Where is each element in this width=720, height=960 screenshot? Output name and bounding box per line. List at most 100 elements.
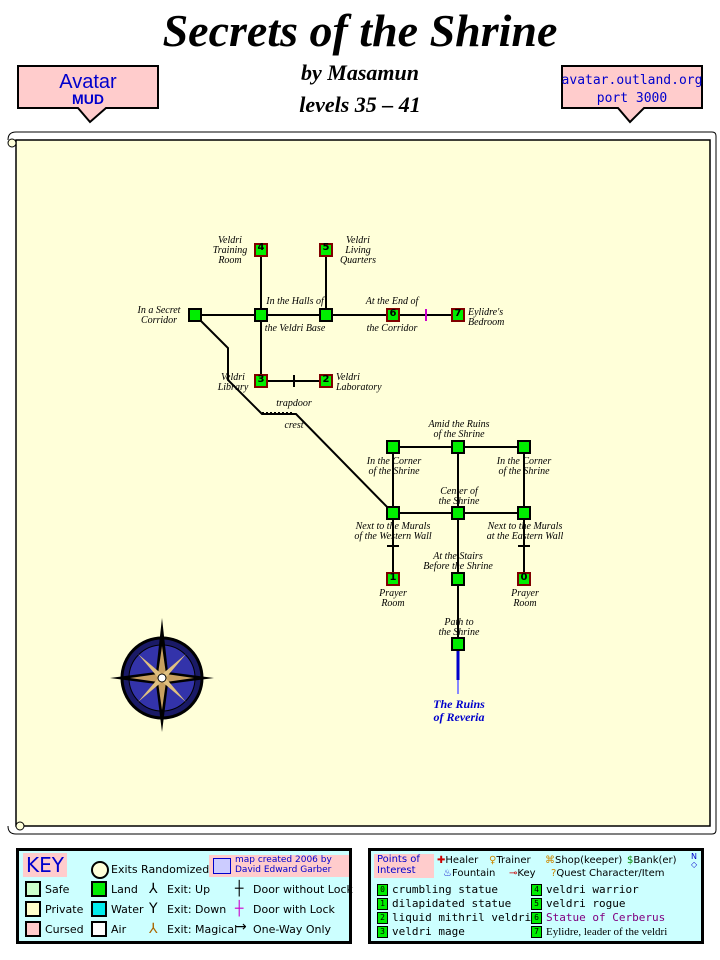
poi-item-7: 7 Eylidre, leader of the veldri xyxy=(531,925,667,938)
key-exit-down: Exit: Down xyxy=(167,903,227,916)
key-cursed: Cursed xyxy=(45,923,84,936)
poi-item-text: dilapidated statue xyxy=(392,897,512,910)
level-range: levels 35 – 41 xyxy=(299,92,421,117)
key-exit-up: Exit: Up xyxy=(167,883,211,896)
label-living-quarters: Veldri Living Quarters xyxy=(339,235,377,266)
quest-icon: ? xyxy=(551,868,557,879)
key-air: Air xyxy=(111,923,127,936)
server-host-text: avatar.outland.org xyxy=(562,73,703,88)
water-swatch xyxy=(91,901,107,917)
poi-number-badge: 7 xyxy=(531,926,542,938)
label-laboratory: Veldri Laboratory xyxy=(336,372,382,393)
label-end-bottom: the Corridor xyxy=(366,323,418,334)
credit-line-1: map created 2006 by xyxy=(235,855,332,865)
shop-icon: ⌘ xyxy=(545,855,555,866)
label-path: Path to the Shrine xyxy=(438,617,480,638)
poi-number-badge: 0 xyxy=(377,884,388,896)
room-prayer-east[interactable] xyxy=(517,572,531,586)
room-stairs[interactable] xyxy=(451,572,465,586)
label-corner-east: In the Corner of the Shrine xyxy=(496,456,552,477)
avatar-mud-logo[interactable]: Avatar MUD xyxy=(14,64,162,126)
room-living[interactable] xyxy=(319,243,333,257)
room-corner-west[interactable] xyxy=(386,440,400,454)
poi-title-1: Points of xyxy=(377,854,420,865)
author-byline: by Masamun xyxy=(301,60,419,85)
trainer-icon: ♀ xyxy=(489,855,497,866)
label-secret-corridor: In a Secret Corridor xyxy=(137,305,181,326)
room-murals-east[interactable] xyxy=(517,506,531,520)
key-item-icon: ⊸ xyxy=(509,868,518,879)
link-ruins-of-reveria[interactable]: The Ruins of Reveria xyxy=(433,697,485,724)
poi-number-badge: 1 xyxy=(377,898,388,910)
key-door-nolock: Door without Lock xyxy=(253,883,353,896)
room-corridor-end[interactable] xyxy=(386,308,400,322)
key-land: Land xyxy=(111,883,138,896)
room-secret-corridor[interactable] xyxy=(188,308,202,322)
exits-randomized-icon xyxy=(91,861,109,879)
points-of-interest-panel: Points of Interest ✚Healer ♀Trainer ⌘Sho… xyxy=(368,848,704,944)
safe-swatch xyxy=(25,881,41,897)
label-training-room: Veldri Training Room xyxy=(212,235,248,266)
label-crest: crest xyxy=(284,420,304,431)
poi-item-text: veldri rogue xyxy=(546,897,626,910)
poi-healer: Healer xyxy=(445,855,479,866)
server-port-text: port 3000 xyxy=(597,91,667,106)
poi-key: Key xyxy=(517,868,536,879)
poi-shop: Shop(keeper) xyxy=(555,855,623,866)
poi-number-badge: 3 xyxy=(377,926,388,938)
poi-bank: Bank(er) xyxy=(633,855,677,866)
room-training[interactable] xyxy=(254,243,268,257)
room-halls-east[interactable] xyxy=(319,308,333,322)
one-way-icon: → xyxy=(235,919,247,935)
exit-down-icon: Y xyxy=(149,901,158,917)
credit-box: map created 2006 by David Edward Garber xyxy=(209,855,349,877)
label-center: Center of the Shrine xyxy=(438,486,480,507)
poi-number-badge: 6 xyxy=(531,912,542,924)
poi-title-box: Points of Interest xyxy=(374,854,434,878)
logo-mud-text: MUD xyxy=(72,91,104,107)
compass-rose-icon xyxy=(110,618,214,732)
door-nolock-icon: ┼ xyxy=(235,881,244,897)
poi-item-text: crumbling statue xyxy=(392,883,498,896)
key-exit-magical: Exit: Magical xyxy=(167,923,238,936)
room-halls[interactable] xyxy=(254,308,268,322)
cursed-swatch xyxy=(25,921,41,937)
label-murals-west: Next to the Murals of the Western Wall xyxy=(354,521,432,542)
room-corner-east[interactable] xyxy=(517,440,531,454)
label-prayer-east: Prayer Room xyxy=(511,588,539,609)
room-amid-ruins[interactable] xyxy=(451,440,465,454)
room-laboratory[interactable] xyxy=(319,374,333,388)
bank-icon: $ xyxy=(627,855,634,866)
room-path[interactable] xyxy=(451,637,465,651)
key-door-lock: Door with Lock xyxy=(253,903,335,916)
room-library[interactable] xyxy=(254,374,268,388)
room-murals-west[interactable] xyxy=(386,506,400,520)
logo-avatar-text: Avatar xyxy=(59,71,117,93)
room-center[interactable] xyxy=(451,506,465,520)
poi-item-text: Eylidre, leader of the veldri xyxy=(546,926,668,938)
room-connections xyxy=(194,250,525,644)
poi-item-text: Statue of Cerberus xyxy=(546,911,666,924)
north-indicator-icon: N◇ xyxy=(691,852,698,869)
label-trapdoor: trapdoor xyxy=(276,398,312,409)
poi-fountain: Fountain xyxy=(451,868,496,879)
poi-number-badge: 2 xyxy=(377,912,388,924)
label-eylidre-bedroom: Eylidre's Bedroom xyxy=(468,307,505,328)
poi-item-text: veldri warrior xyxy=(546,883,639,896)
fountain-icon: ♨ xyxy=(443,868,452,879)
poi-trainer: Trainer xyxy=(496,855,531,866)
label-library: Veldri Library xyxy=(217,372,249,393)
room-eylidre[interactable] xyxy=(451,308,465,322)
label-murals-east: Next to the Murals at the Eastern Wall xyxy=(486,521,564,542)
label-halls-bottom: the Veldri Base xyxy=(264,323,326,334)
exit-up-icon: ⅄ xyxy=(149,881,158,897)
poi-item-6: 6 Statue of Cerberus xyxy=(531,911,665,924)
room-prayer-west[interactable] xyxy=(386,572,400,586)
server-address-badge[interactable]: avatar.outland.org port 3000 xyxy=(560,64,706,126)
private-swatch xyxy=(25,901,41,917)
map-key-panel: KEY Exits Randomized map created 2006 by… xyxy=(16,848,353,944)
label-end-top: At the End of xyxy=(365,296,419,307)
